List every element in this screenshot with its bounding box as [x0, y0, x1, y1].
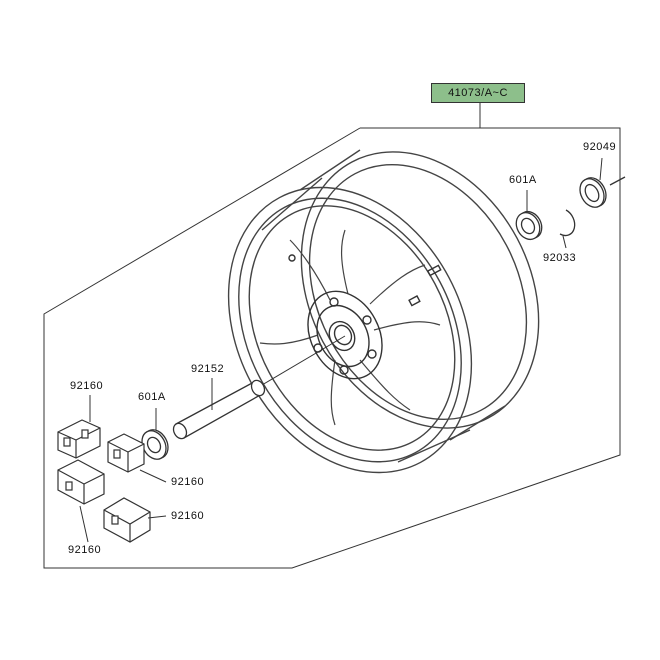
- damper-92160-mid-left: [57, 459, 105, 505]
- part-label-601A-right: 601A: [509, 174, 537, 186]
- part-label-92049: 92049: [583, 141, 617, 153]
- damper-92160-top-right: [107, 433, 145, 473]
- part-label-92160-low: 92160: [171, 510, 205, 522]
- wheel-rim: [227, 149, 540, 474]
- part-label-92033: 92033: [543, 252, 577, 264]
- wheel-hub: [288, 254, 442, 380]
- assembly-ref-text: 41073/A~C: [448, 87, 508, 99]
- wheel-spokes: [259, 229, 441, 426]
- part-label-92160-bottom: 92160: [68, 544, 102, 556]
- damper-92160-top-left: [57, 419, 101, 459]
- assembly-boundary: [43, 127, 621, 569]
- seal-92049: [579, 176, 626, 208]
- axle-centerline: [261, 335, 346, 386]
- leader-lines: [79, 157, 603, 543]
- part-label-92160-mid: 92160: [171, 476, 205, 488]
- damper-92160-bottom: [103, 497, 151, 543]
- part-label-601A-left: 601A: [138, 391, 166, 403]
- bearing-601A-left: [141, 429, 169, 460]
- part-label-92152: 92152: [191, 363, 225, 375]
- circlip-92033: [559, 209, 576, 237]
- part-label-92160-top: 92160: [70, 380, 104, 392]
- collar-92152: [172, 379, 266, 440]
- assembly-ref-label: 41073/A~C: [431, 83, 525, 103]
- bearing-601A-right: [515, 210, 543, 241]
